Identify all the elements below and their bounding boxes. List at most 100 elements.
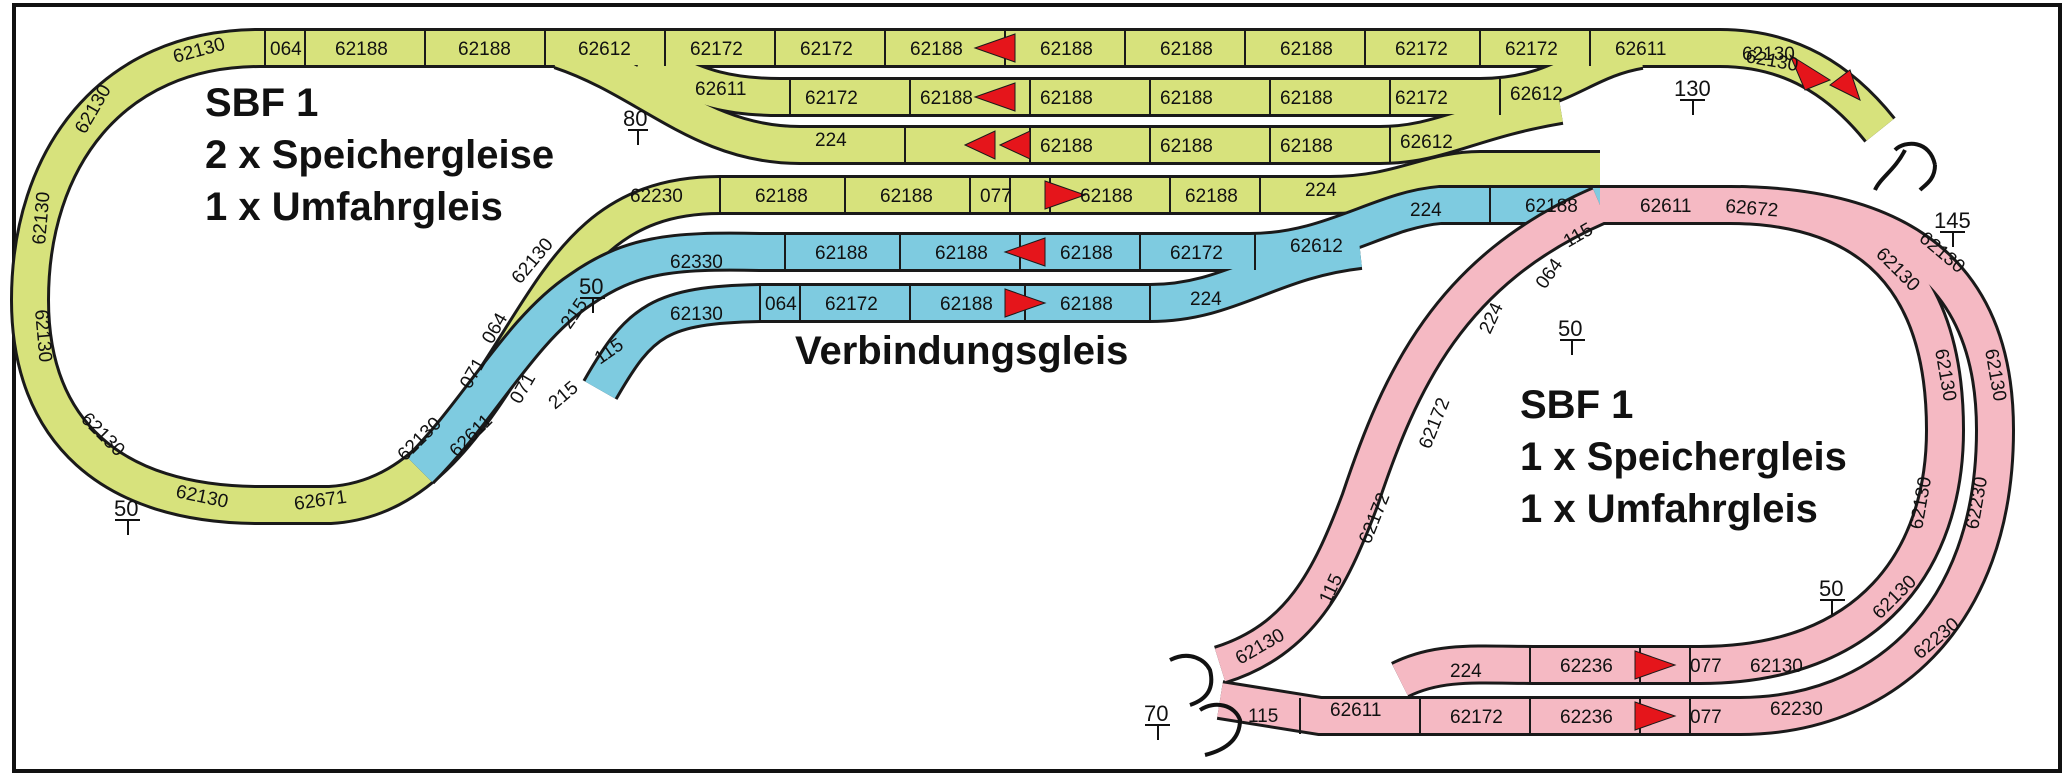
arrow-left-icon [973,82,1016,112]
arrow-left-icon [973,33,1016,63]
segment-label: 62130 [29,191,55,245]
segment-label: 62188 [755,186,808,207]
height-markers [115,99,1965,740]
buffer-stop-icon [1873,141,1937,192]
segment-label: 62612 [1290,236,1343,257]
buffer-stop-icon [1169,653,1214,707]
segment-label: 077 [980,186,1012,207]
segment-label: 62188 [910,39,963,60]
segment-label: 62172 [1505,39,1558,60]
segment-label: 62188 [1280,88,1333,109]
segment-labels-row1: 064 62188 62188 62612 62172 62172 62188 … [270,39,1795,65]
segment-labels-row2: 62611 62172 62188 62188 62188 62188 6217… [695,79,1563,109]
segment-label: 224 [1410,200,1442,221]
segment-label: 62188 [1160,39,1213,60]
segment-label: 62172 [1395,88,1448,109]
arrow-left-icon [963,130,996,160]
segment-label: 62130 [30,309,56,363]
segment-label: 077 [1690,656,1722,677]
segment-label: 62188 [1040,39,1093,60]
segment-label: 62188 [1060,243,1113,264]
segment-label: 62230 [630,186,683,207]
segment-labels-row4: 62230 62188 62188 077 62188 62188 224 [630,180,1337,207]
segment-label: 62188 [940,294,993,315]
segment-label: 064 [270,39,302,60]
arrow-right-icon [1829,69,1861,101]
segment-label: 62188 [1185,186,1238,207]
segment-label: 62188 [1525,196,1578,217]
segment-label: 62172 [690,39,743,60]
connection-track-label: Verbindungsgleis [795,329,1128,373]
segment-label: 62612 [1510,84,1563,105]
segment-dividers [264,30,1691,734]
segment-label: 077 [1690,707,1722,728]
arrow-right-icon [1788,53,1832,91]
height-label: 50 [1558,316,1582,341]
sbf-top-line2: 1 x Umfahrgleis [205,185,503,229]
segment-label: 62188 [335,39,388,60]
segment-label: 224 [1190,289,1222,310]
segment-label: 62130 [1750,656,1803,677]
segment-label: 62188 [458,39,511,60]
segment-label: 62230 [1770,699,1823,720]
height-label: 130 [1674,76,1711,101]
buffer-stops [1169,141,1937,757]
segment-label: 62611 [1615,39,1666,60]
segment-label: 62130 [1742,44,1795,65]
arrow-right-icon [1004,288,1047,318]
height-label: 80 [623,106,647,131]
arrow-left-icon [1003,237,1046,267]
sbf-bottom-line1: 1 x Speichergleis [1520,435,1847,479]
height-label: 50 [1819,576,1843,601]
segment-label: 064 [765,294,797,315]
segment-label: 62172 [800,39,853,60]
segment-label: 62188 [1060,294,1113,315]
segment-label: 224 [815,130,847,151]
segment-label: 62188 [935,243,988,264]
arrow-right-icon [1044,180,1087,210]
buffer-stop-icon [1198,702,1243,757]
segment-labels-blue1: 62330 62188 62188 62188 62172 62612 224 … [670,196,1578,273]
segment-label: 62188 [1040,88,1093,109]
height-label: 70 [1144,701,1168,726]
arrow-right-icon [1634,701,1677,731]
segment-label: 62172 [1395,39,1448,60]
segment-label: 62188 [1280,136,1333,157]
segment-label: 62172 [825,294,878,315]
segment-label: 62236 [1560,656,1613,677]
segment-label: 62188 [1080,186,1133,207]
segment-label: 115 [1248,706,1278,727]
segment-label: 62612 [1400,132,1453,153]
arrow-left-icon [998,130,1031,160]
segment-labels-pink-bottom1: 224 62236 077 62130 [1450,656,1803,682]
sbf-bottom-title: SBF 1 [1520,383,1633,427]
segment-label: 62188 [920,88,973,109]
segment-label: 224 [1305,180,1337,201]
direction-arrows [963,33,1861,731]
sbf-bottom-line2: 1 x Umfahrgleis [1520,487,1818,531]
segment-label: 62188 [1280,39,1333,60]
segment-label: 62188 [815,243,868,264]
segment-label: 62330 [670,252,723,273]
segment-label: 62188 [880,186,933,207]
height-label: 50 [579,274,603,299]
segment-label: 62612 [578,39,631,60]
segment-label: 62188 [1040,136,1093,157]
segment-label: 62172 [1170,243,1223,264]
segment-label: 62236 [1560,707,1613,728]
segment-label: 62188 [1160,88,1213,109]
segment-label: 62130 [670,304,723,325]
height-label: 50 [114,496,138,521]
segment-label: 62188 [1160,136,1213,157]
segment-label: 62172 [805,88,858,109]
segment-labels-row3: 224 62188 62188 62188 62612 [815,130,1453,157]
segment-label: 224 [1450,661,1482,682]
segment-label: 62611 [1640,196,1691,217]
segment-label: 62611 [1330,700,1381,721]
height-label: 145 [1934,208,1971,233]
sbf-top-title: SBF 1 [205,81,318,125]
sbf-top-line1: 2 x Speichergleise [205,133,554,177]
segment-labels-pink-bottom2: 115 62611 62172 62236 077 62230 [1248,699,1823,728]
segment-label: 62611 [695,79,746,100]
